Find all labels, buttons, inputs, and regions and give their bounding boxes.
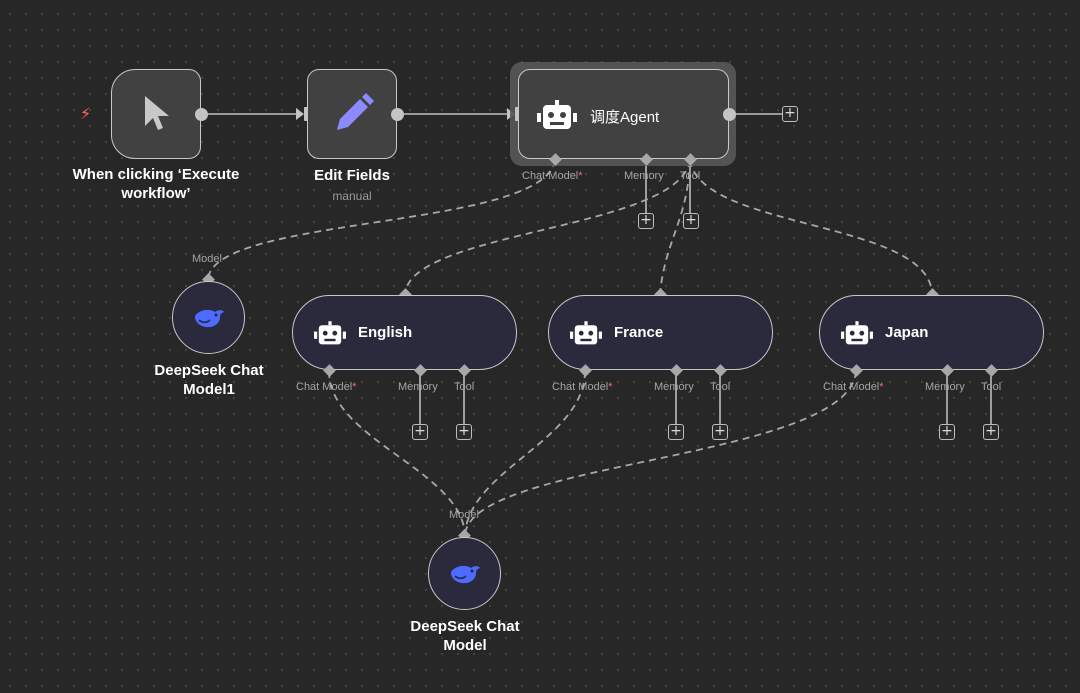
main-agent-add-memory-button[interactable]: + [638,213,654,229]
france-memory-label: Memory [654,381,694,393]
japan-agent-title: Japan [885,324,929,341]
english-memory-label: Memory [398,381,438,393]
trigger-node[interactable] [111,69,201,159]
main-agent-node[interactable]: 调度Agent [518,69,729,159]
france-chat-model-label: Chat Model* [552,381,613,393]
english-tool-label: Tool [454,381,475,393]
model1-port-label: Model [192,253,222,265]
english-agent-title: English [358,324,413,341]
lightning-icon: ⚡ [80,104,92,123]
main-agent-add-next-button[interactable]: + [782,106,798,122]
model1-node[interactable] [172,281,245,354]
english-agent-node[interactable]: English [292,295,517,370]
robot-icon [537,100,577,129]
main-agent-output-handle[interactable] [723,108,736,121]
edit-fields-node[interactable] [307,69,397,159]
japan-chat-model-label: Chat Model* [823,381,884,393]
english-chat-model-label: Chat Model* [296,381,357,393]
japan-agent-node[interactable]: Japan [819,295,1044,370]
trigger-title: When clicking ‘Execute workflow’ [72,166,240,202]
deepseek-whale-icon [451,565,480,584]
robot-icon [314,321,346,345]
wire-tool-france [659,159,691,295]
france-agent-title: France [614,324,664,341]
main-agent-add-tool-button[interactable]: + [683,213,699,229]
model1-title: DeepSeek Chat Model1 [154,362,264,398]
edit-fields-title: Edit Fields [314,167,390,184]
france-tool-label: Tool [710,381,731,393]
japan-add-memory-button[interactable]: + [939,424,955,440]
japan-memory-label: Memory [925,381,965,393]
cursor-icon [145,96,169,130]
wire-english-model [328,370,466,536]
france-add-tool-button[interactable]: + [712,424,728,440]
trigger-output-handle[interactable] [195,108,208,121]
english-add-memory-button[interactable]: + [412,424,428,440]
model-port-label: Model [449,509,479,521]
robot-icon [841,321,873,345]
japan-tool-label: Tool [981,381,1002,393]
edit-fields-subtitle: manual [332,189,372,203]
france-add-memory-button[interactable]: + [668,424,684,440]
model-title: DeepSeek Chat Model [410,618,520,654]
wire-japan-model [464,370,857,536]
wire-model1-main-agent [207,159,556,281]
edit-fields-output-handle[interactable] [391,108,404,121]
main-agent-tool-label: Tool [680,170,701,182]
main-agent-chat-model-label: Chat Model* [522,170,583,182]
wire-tool-japan [689,159,933,295]
english-add-tool-button[interactable]: + [456,424,472,440]
pencil-icon [337,93,374,130]
deepseek-whale-icon [195,309,224,328]
main-agent-memory-label: Memory [624,170,664,182]
japan-add-tool-button[interactable]: + [983,424,999,440]
robot-icon [570,321,602,345]
wire-france-model [464,370,586,536]
france-agent-node[interactable]: France [548,295,773,370]
main-agent-title: 调度Agent [590,109,660,126]
model-node[interactable] [428,537,501,610]
